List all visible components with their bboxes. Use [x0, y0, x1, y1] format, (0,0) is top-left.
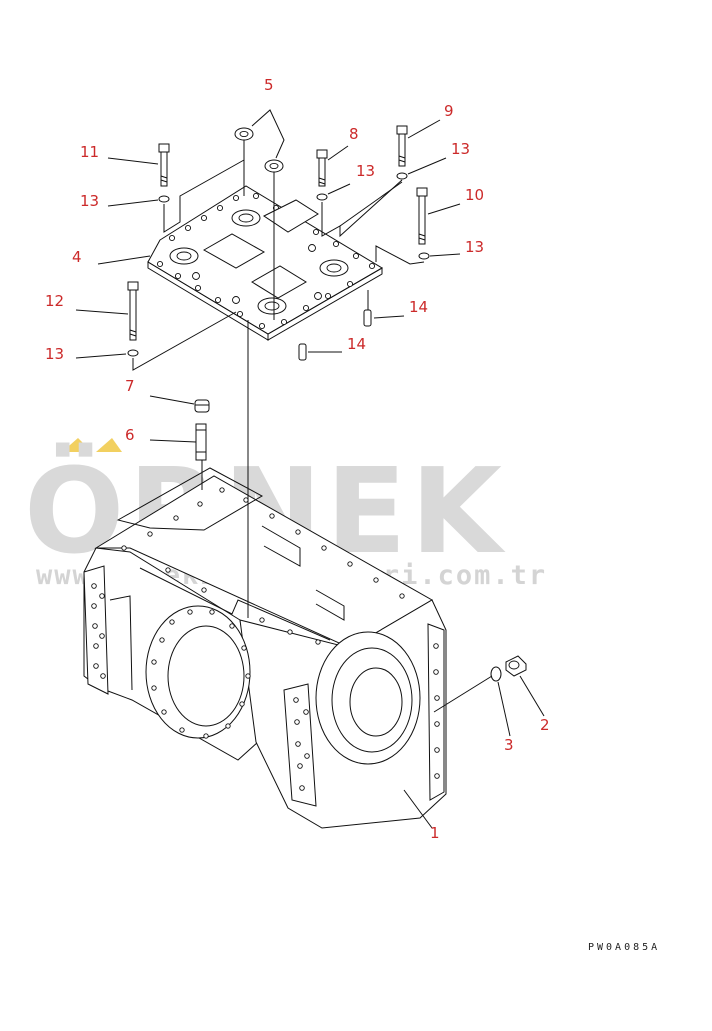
transmission-case [83, 467, 447, 829]
cover-bolt-holes [156, 192, 376, 330]
drawing-code: PW0A085A [588, 942, 660, 953]
callout-4: 4 [72, 248, 82, 266]
callout-10: 10 [465, 186, 484, 204]
part-12-bolt [127, 281, 139, 341]
left-bore-bolt-circle [151, 609, 251, 739]
case-flange-holes-left [91, 583, 106, 679]
part-13-washer [127, 349, 139, 357]
callout-13: 13 [356, 162, 375, 180]
cover-plate [147, 185, 383, 341]
case-flange-holes-front [293, 697, 310, 791]
callout-7: 7 [125, 377, 135, 395]
watermark-accent-left [62, 438, 92, 452]
callout-11: 11 [80, 143, 99, 161]
callout-13: 13 [45, 345, 64, 363]
callout-13: 13 [465, 238, 484, 256]
case-flange-holes-right [433, 643, 440, 779]
small-parts [127, 125, 527, 682]
part-3-o-ring [490, 666, 502, 682]
part-5-seal-lower [264, 159, 284, 173]
part-9-bolt [396, 125, 408, 167]
callout-1: 1 [430, 824, 440, 842]
callout-2: 2 [540, 716, 550, 734]
callout-8: 8 [349, 125, 359, 143]
part-13-washer [418, 252, 430, 260]
callout-14: 14 [409, 298, 428, 316]
callout-12: 12 [45, 292, 64, 310]
part-13-washer [316, 193, 328, 201]
part-10-bolt [416, 187, 428, 245]
watermark-accent-right [96, 438, 122, 452]
part-5-seal-upper [234, 127, 254, 141]
callout-6: 6 [125, 426, 135, 444]
part-13-washer [158, 195, 170, 203]
callout-3: 3 [504, 736, 514, 754]
part-11-bolt [158, 143, 170, 187]
part-14-dowel [363, 309, 372, 327]
part-14-dowel [298, 343, 307, 361]
part-6-stud [195, 423, 207, 461]
callout-13: 13 [451, 140, 470, 158]
part-2-drain-plug [505, 655, 527, 677]
callout-9: 9 [444, 102, 454, 120]
part-13-washer [396, 172, 408, 180]
case-top-flange-holes [121, 487, 405, 645]
callout-13: 13 [80, 192, 99, 210]
leader-lines [75, 109, 545, 829]
part-7-plug [194, 399, 210, 413]
callout-14: 14 [347, 335, 366, 353]
callout-labels: 1 2 3 4 5 6 7 8 9 10 11 12 13 13 13 13 1… [45, 76, 550, 842]
part-8-bolt [316, 149, 328, 187]
callout-5: 5 [264, 76, 274, 94]
